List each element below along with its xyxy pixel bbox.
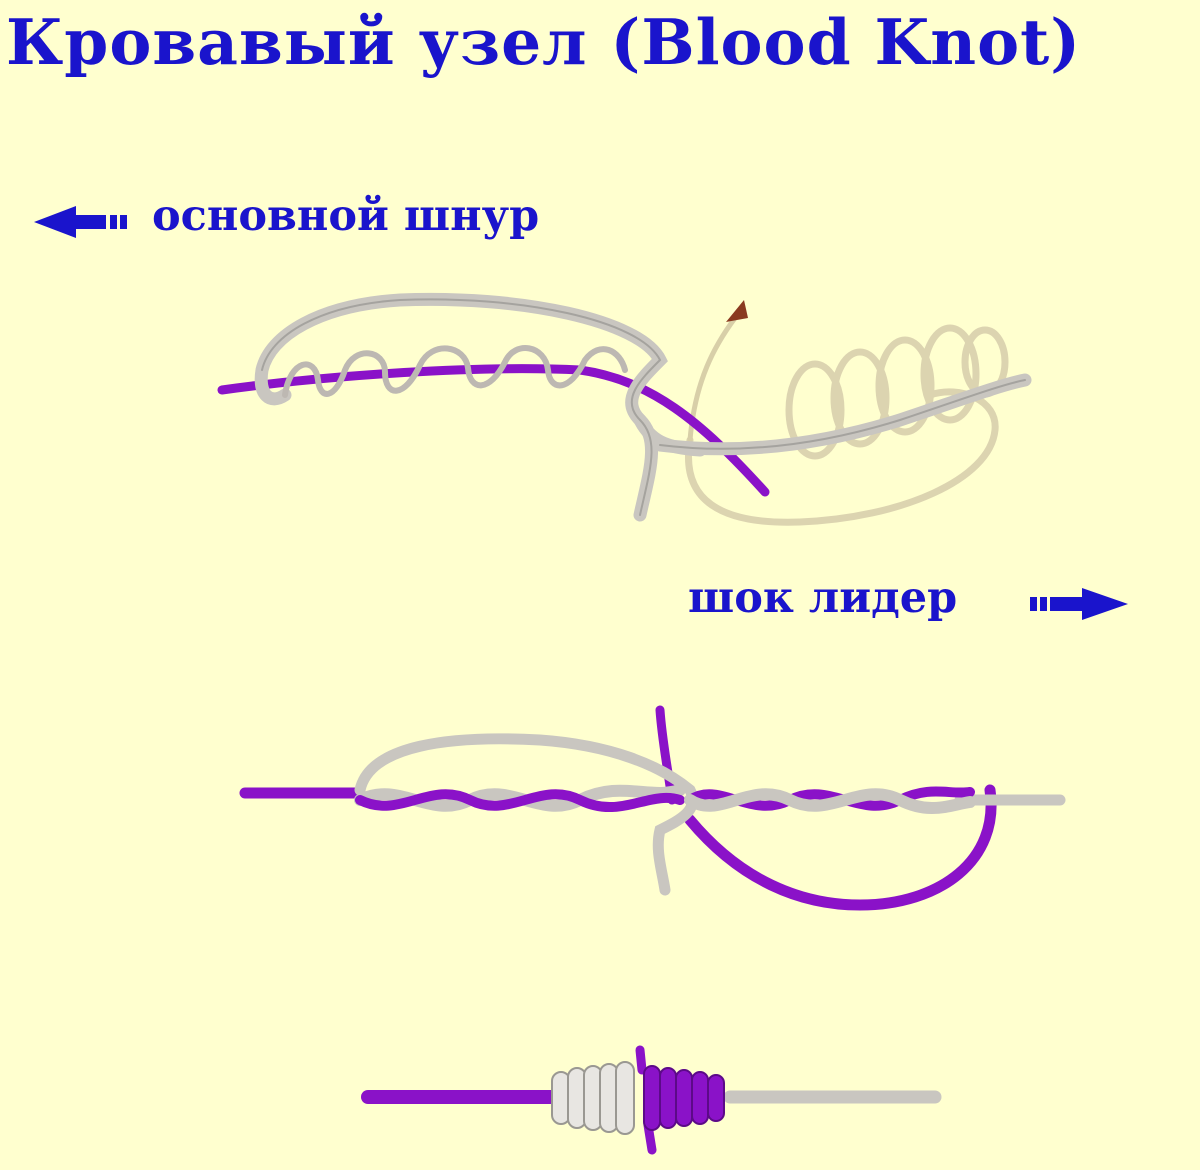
knot-step-1 xyxy=(217,292,1032,526)
arrow-right-icon xyxy=(1030,588,1128,620)
main-line-label: основной шнур xyxy=(152,191,540,241)
knot-step-3 xyxy=(361,1045,942,1155)
arrow-left-icon xyxy=(34,206,127,238)
knot-step-2 xyxy=(239,705,1066,911)
page-title: Кровавый узел (Blood Knot) xyxy=(6,5,1082,79)
shock-leader-label: шок лидер xyxy=(688,573,958,623)
